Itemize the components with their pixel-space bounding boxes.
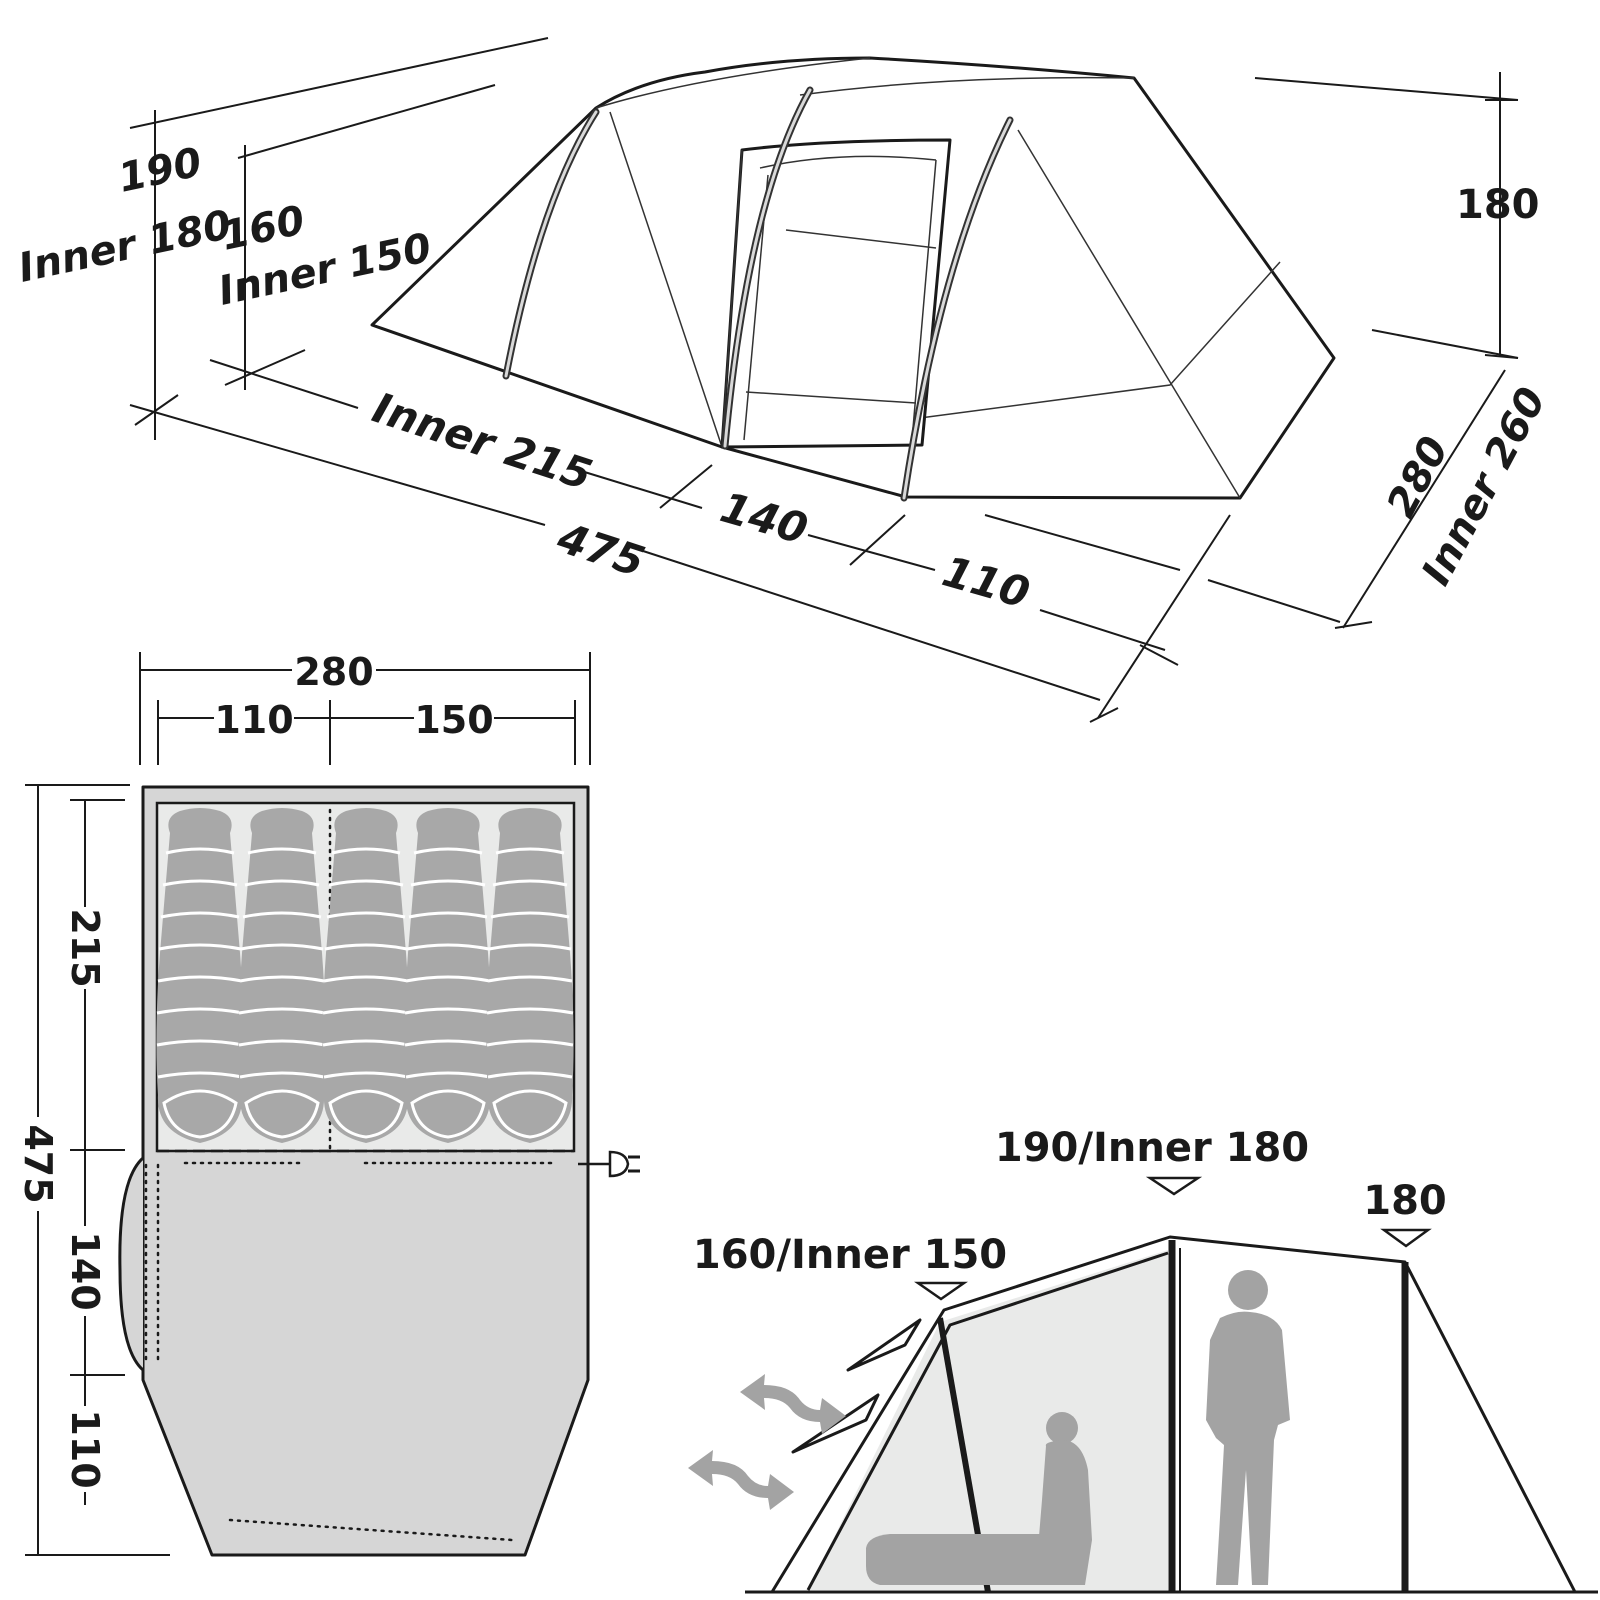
- side-height-center-label: 190/Inner 180: [995, 1125, 1309, 1171]
- length-middle-label: 140: [715, 483, 813, 554]
- length-total-label: 475: [551, 513, 650, 587]
- sleeping-bag-icon: [402, 806, 494, 1145]
- height-porch-label: 160: [218, 197, 309, 259]
- height-outer-label: 190: [115, 139, 206, 201]
- power-plug-icon: [578, 1150, 640, 1178]
- standing-person-icon: [1206, 1270, 1290, 1585]
- sleeping-bag-icon: [236, 806, 328, 1145]
- side-height-porch-label: 160/Inner 150: [693, 1232, 1007, 1278]
- sleeping-bag-icon: [154, 806, 246, 1145]
- length-front-label: 110: [937, 547, 1035, 618]
- floor-length-middle-label: 140: [63, 1231, 107, 1310]
- airflow-arrow-icon: [688, 1374, 846, 1510]
- floor-width-right-label: 150: [414, 698, 493, 742]
- seated-person-icon: [866, 1412, 1092, 1585]
- side-height-rear-label: 180: [1363, 1178, 1447, 1224]
- height-marker-icon: [1380, 1228, 1432, 1248]
- height-rear-label: 180: [1456, 182, 1540, 228]
- floor-length-front-label: 110: [63, 1409, 107, 1488]
- length-inner-label: Inner 215: [367, 383, 598, 500]
- sleeping-bag-icon: [320, 806, 412, 1145]
- height-marker-icon: [1145, 1176, 1203, 1196]
- sleeping-bag-icon: [484, 806, 576, 1145]
- height-marker-icon: [914, 1281, 968, 1301]
- side-view: 190/Inner 180 180 160/Inner 150: [688, 1125, 1598, 1594]
- floor-width-left-label: 110: [214, 698, 293, 742]
- floor-width-total-label: 280: [294, 650, 373, 694]
- floor-length-inner-label: 215: [63, 908, 107, 987]
- floor-plan: 280 110 150 475 215 140 110: [16, 648, 640, 1557]
- height-outer-inner-label: Inner 180: [15, 202, 236, 292]
- perspective-view: 190 Inner 180 160 Inner 150 180 Inner 21…: [15, 37, 1555, 723]
- floor-length-total-label: 475: [16, 1124, 60, 1203]
